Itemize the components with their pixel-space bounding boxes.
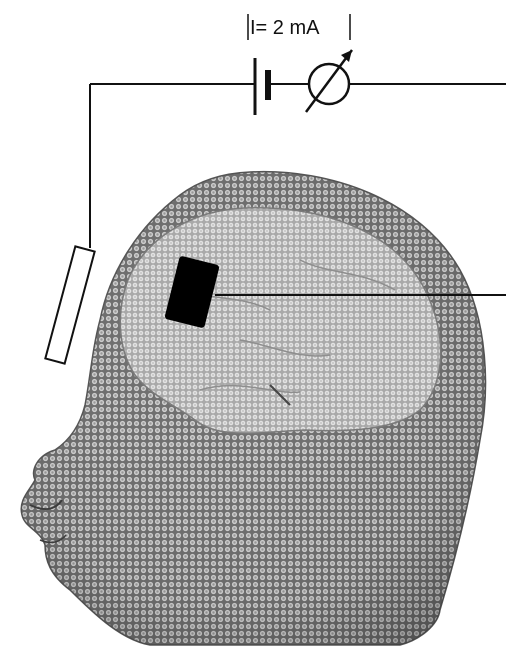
current-label-group: I= 2 mA bbox=[248, 14, 350, 40]
ammeter-symbol bbox=[306, 50, 352, 112]
scalp-electrode bbox=[45, 246, 94, 363]
current-label: I= 2 mA bbox=[250, 17, 320, 39]
battery-symbol bbox=[255, 58, 268, 115]
